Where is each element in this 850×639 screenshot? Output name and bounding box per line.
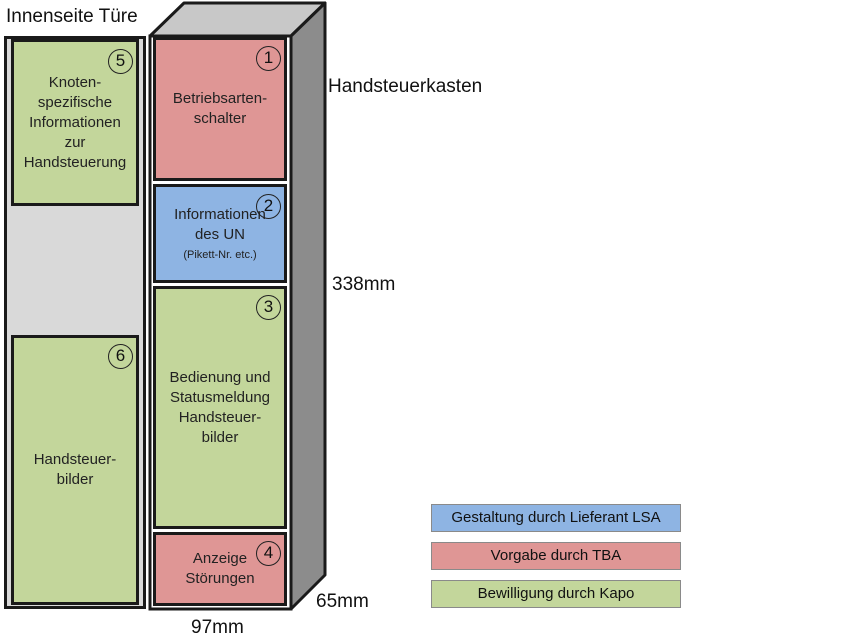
zone-6-text: Handsteuer- bilder: [33, 451, 117, 488]
zone-1-number-badge: 1: [256, 46, 281, 71]
zone-6-handsteuerbilder: Handsteuer- bilder 6: [11, 335, 139, 605]
width-dimension: 97mm: [191, 617, 244, 638]
legend-item-lieferant: Gestaltung durch Lieferant LSA: [431, 504, 681, 532]
legend-item-kapo: Bewilligung durch Kapo: [431, 580, 681, 608]
zone-2-number-badge: 2: [256, 194, 281, 219]
zone-2-informationen-des-un: Informationen des UN (Pikett-Nr. etc.) 2: [153, 184, 287, 283]
zone-3-number-badge: 3: [256, 295, 281, 320]
zone-5-knotenspezifische-informationen: Knoten- spezifische Informationen zur Ha…: [11, 39, 139, 206]
zone-3-bedienung-und-statusmeldung: Bedienung und Statusmeldung Handsteuer- …: [153, 286, 287, 529]
legend-item-tba: Vorgabe durch TBA: [431, 542, 681, 570]
zone-2-text: Informationen des UN: [174, 205, 266, 243]
zone-4-anzeige-stoerungen: Anzeige Störungen 4: [153, 532, 287, 606]
zone-1-betriebsartenschalter: Betriebsarten- schalter 1: [153, 37, 287, 181]
height-dimension: 338mm: [332, 274, 396, 295]
zone-4-text: Anzeige Störungen: [185, 550, 255, 587]
zone-1-text: Betriebsarten- schalter: [172, 90, 268, 127]
depth-dimension: 65mm: [316, 591, 369, 612]
cabinet-side-face: [289, 1, 327, 611]
zone-5-text: Knoten- spezifische Informationen zur Ha…: [23, 73, 127, 171]
zone-4-number-badge: 4: [256, 541, 281, 566]
zone-6-number-badge: 6: [108, 344, 133, 369]
zone-2-subtext: (Pikett-Nr. etc.): [183, 248, 257, 261]
door-title: Innenseite Türe: [6, 6, 138, 27]
zone-5-number-badge: 5: [108, 49, 133, 74]
cabinet-title: Handsteuerkasten: [328, 76, 483, 97]
zone-3-text: Bedienung und Statusmeldung Handsteuer- …: [169, 368, 271, 446]
